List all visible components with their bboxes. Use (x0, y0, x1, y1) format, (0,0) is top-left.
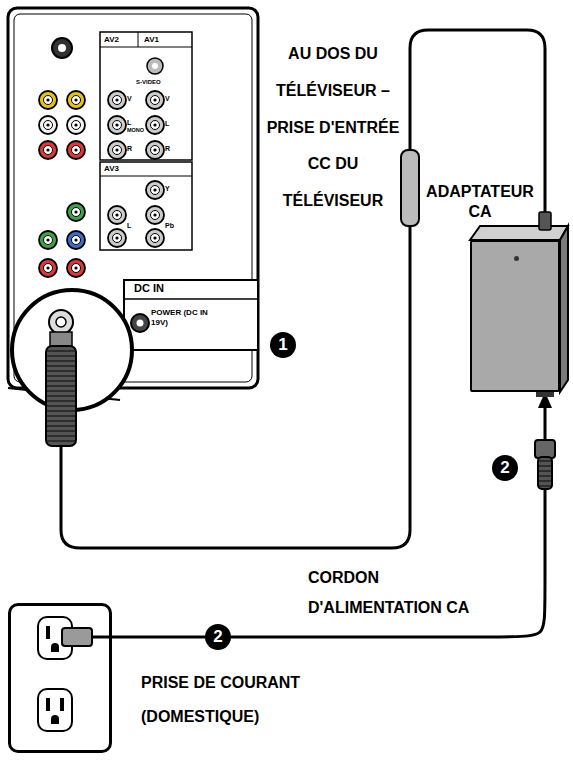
wall-outlet-sockets (38, 617, 112, 731)
port-label: POWER (DC IN 19V) (151, 308, 215, 327)
jack-label: R (127, 145, 132, 152)
callout-number: 2 (205, 624, 231, 650)
ac-plug (535, 440, 555, 489)
jack-label: V (127, 95, 132, 102)
jack-label: MONO (127, 128, 144, 134)
node-heading: PRISE DE COURANT (DOMESTIQUE) (141, 666, 316, 733)
jack-label: R (165, 145, 170, 152)
jack-label: Y (165, 185, 170, 192)
callout-number: 1 (270, 332, 296, 358)
ferrite-bead (401, 150, 419, 226)
callout-disc (492, 455, 518, 481)
indicator-led (514, 256, 519, 261)
jack-label: Pb (165, 222, 174, 229)
port-group: AV2 (104, 36, 119, 44)
jack-label: S-VIDEO (136, 79, 161, 85)
location-note: AU DOS DU TÉLÉVISEUR – PRISE D'ENTRÉE CC… (258, 36, 408, 220)
port-group: AV1 (144, 36, 159, 44)
jack-label: L (165, 120, 169, 127)
ac-adapter: ADAPTATEUR CA (470, 240, 560, 392)
cord-label: CORDON D'ALIMENTATION CA (308, 563, 493, 624)
dc-plug (46, 332, 76, 446)
callout-disc (205, 624, 231, 650)
jack-label: L (127, 222, 131, 229)
port-group: DC IN (134, 283, 164, 294)
jack-label: V (165, 95, 170, 102)
adapter-body (470, 212, 568, 397)
jack-label: L (127, 119, 131, 126)
node-heading: ADAPTATEUR CA (420, 182, 540, 222)
port-group: AV3 (104, 165, 119, 173)
callout-disc (270, 332, 296, 358)
power-cord (112, 394, 545, 637)
wall-outlet: PRISE DE COURANT (DOMESTIQUE) (8, 603, 112, 753)
callout-number: 2 (492, 455, 518, 481)
